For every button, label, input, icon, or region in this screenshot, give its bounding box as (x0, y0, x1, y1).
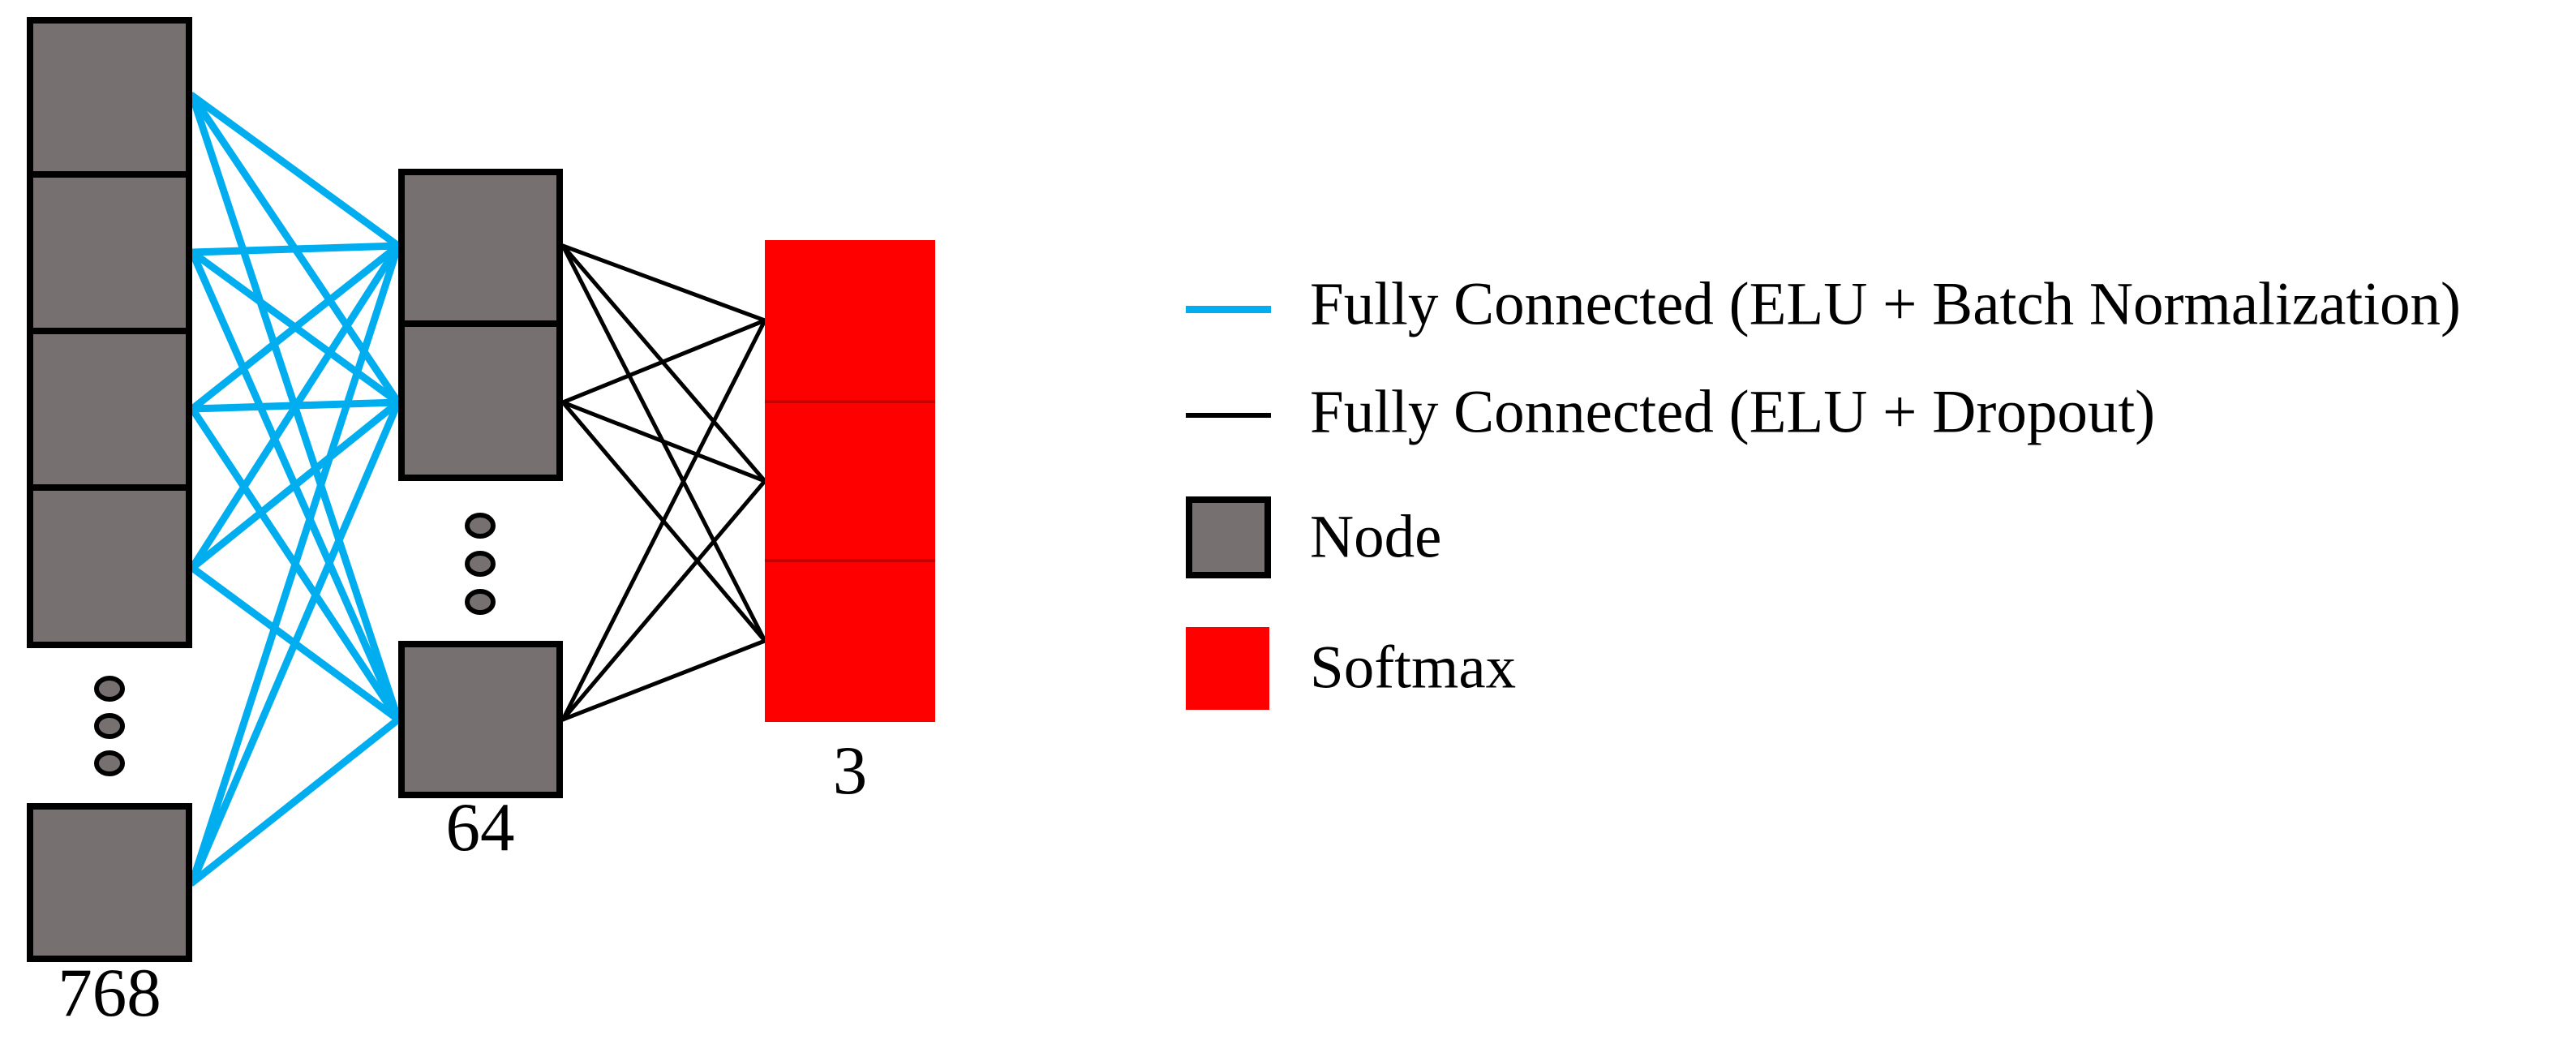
connection-line-fc_dropout (560, 318, 767, 722)
legend: Fully Connected (ELU + Batch Normalizati… (1186, 271, 2461, 710)
legend-box-swatch-softmax (1186, 627, 1269, 710)
ellipsis-dot-icon (465, 551, 496, 577)
input-node-last (27, 803, 192, 962)
legend-line-swatch-batchnorm (1186, 306, 1271, 313)
connection-line-fc_dropout (560, 638, 767, 722)
legend-box-swatch-node (1186, 496, 1271, 578)
ellipsis-dot-icon (465, 513, 496, 539)
hidden-layer: 64 (398, 169, 563, 866)
output-layer-label: 3 (833, 733, 868, 809)
connection-line-fc_dropout (560, 479, 767, 722)
connection-line-fc_batchnorm (188, 242, 402, 413)
connection-line-fc_dropout (560, 318, 767, 405)
legend-label-node: Node (1310, 504, 1441, 571)
hidden-node-last (398, 641, 563, 798)
softmax-block (765, 240, 935, 722)
input-layer-label: 768 (58, 955, 161, 1031)
legend-label-softmax: Softmax (1310, 634, 1516, 702)
connection-line-fc_batchnorm (188, 398, 402, 572)
input-layer: 768 (27, 17, 192, 1031)
connection-line-fc_batchnorm (188, 92, 402, 250)
ellipsis-dot-icon (94, 750, 125, 776)
connection-line-fc_batchnorm (188, 242, 402, 572)
connection-line-fc_dropout (560, 400, 767, 483)
connection-line-fc_batchnorm (188, 398, 402, 887)
connection-line-fc_batchnorm (188, 242, 402, 887)
legend-label-batchnorm: Fully Connected (ELU + Batch Normalizati… (1310, 271, 2461, 338)
legend-line-swatch-dropout (1186, 413, 1271, 418)
ellipsis-dot-icon (94, 676, 125, 702)
hidden-layer-label: 64 (446, 789, 515, 866)
connection-lines-group (188, 92, 767, 887)
output-layer: 3 (765, 240, 935, 809)
ellipsis-dot-icon (94, 713, 125, 739)
connection-line-fc_batchnorm (188, 715, 402, 887)
connection-line-fc_dropout (560, 243, 767, 323)
connection-line-fc_batchnorm (188, 242, 402, 256)
ellipsis-dot-icon (465, 589, 496, 615)
legend-label-dropout: Fully Connected (ELU + Dropout) (1310, 379, 2155, 446)
